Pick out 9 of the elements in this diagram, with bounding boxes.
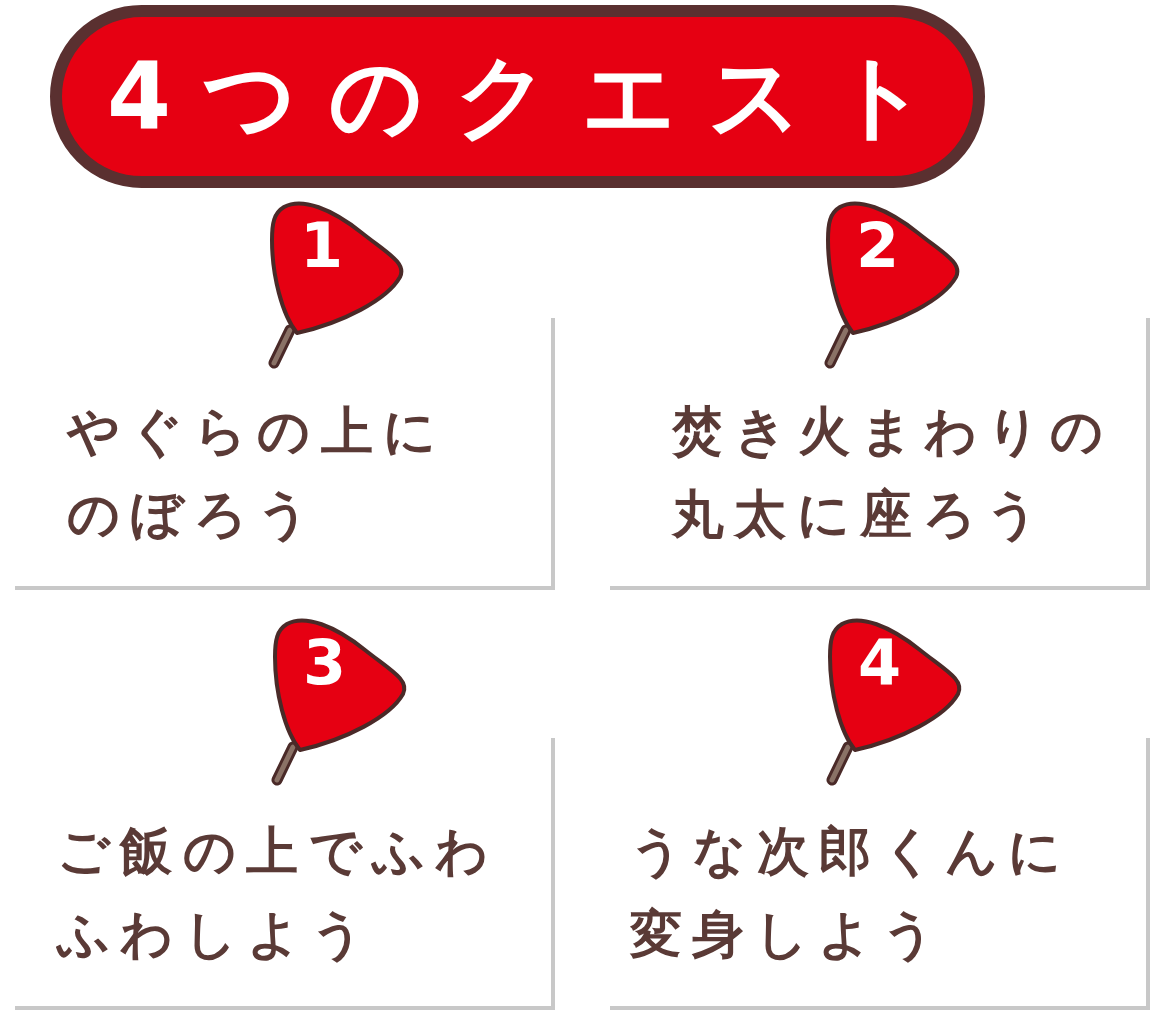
quest-text: やぐらの上にのぼろう — [67, 400, 448, 547]
title: 4つのクエスト — [105, 50, 961, 143]
quest-number: 3 — [303, 632, 347, 694]
quest-number: 1 — [300, 215, 344, 277]
quest-text: 焚き火まわりの丸太に座ろう — [672, 400, 1115, 547]
quest-number: 2 — [856, 215, 900, 277]
quest-number: 4 — [858, 632, 902, 694]
quest-text: うな次郎くんに変身しよう — [630, 820, 1073, 967]
quest-text: ご飯の上でふわふわしよう — [57, 820, 500, 967]
